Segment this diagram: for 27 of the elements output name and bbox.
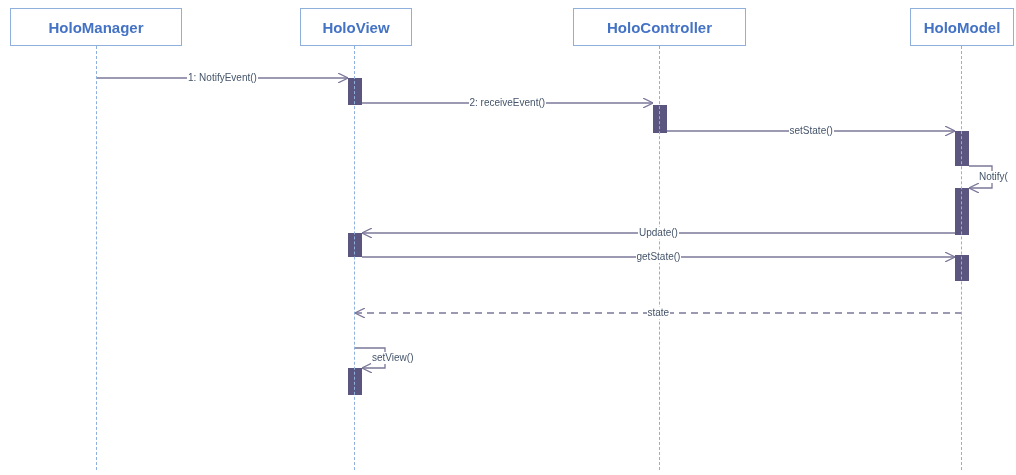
message-arrow [666,125,956,137]
participant-box: HoloManager [10,8,182,46]
lifeline [354,46,356,470]
message-arrow [354,307,963,319]
activation-bar [955,131,969,166]
participant-box: HoloView [300,8,412,46]
message-arrow [968,165,993,194]
activation-bar [348,78,362,105]
message-arrow [361,251,956,263]
message-label: Notify( [978,171,1009,183]
message-label: 2: receiveEvent() [468,97,547,109]
activation-bar [348,368,362,395]
message-label: state [646,307,671,319]
message-label: setView() [371,352,415,364]
message-label: setState() [788,125,834,137]
activation-bar [955,255,969,281]
lifeline [961,46,963,470]
activation-bar [653,105,667,133]
participant-box: HoloController [573,8,746,46]
lifeline [96,46,98,470]
message-label: getState() [635,251,682,263]
message-label: 1: NotifyEvent() [187,72,258,84]
message-arrow [361,227,956,239]
participant-box: HoloModel [910,8,1014,46]
message-label: Update() [638,227,679,239]
activation-bar [955,188,969,235]
activation-bar [348,233,362,257]
